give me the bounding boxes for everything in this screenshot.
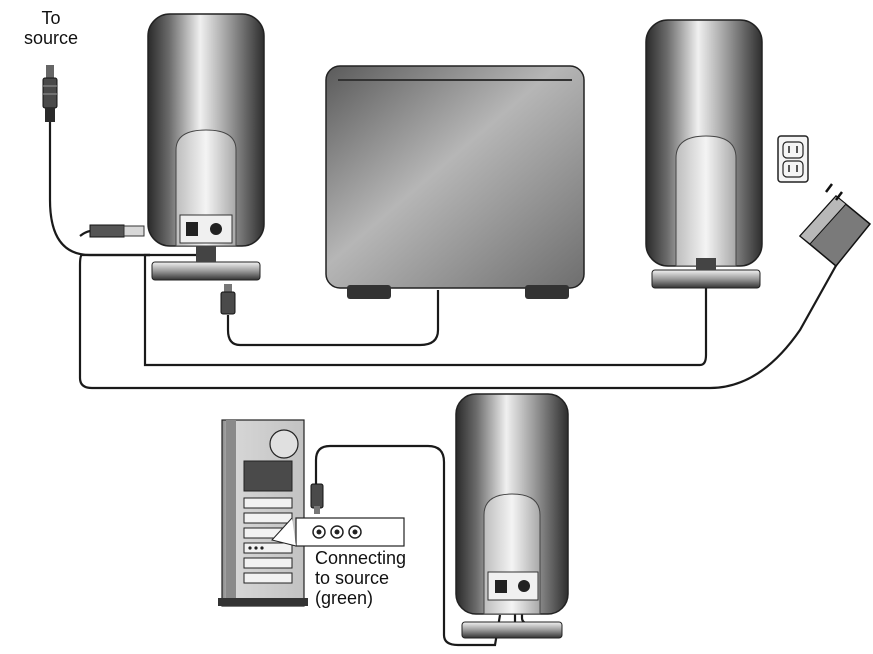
power-plug-icon <box>79 224 145 238</box>
to-source-label: To source <box>24 8 79 48</box>
audio-jack-panel <box>271 517 405 547</box>
bottom-speaker <box>455 393 569 639</box>
subwoofer-plug-icon <box>220 284 236 315</box>
source-plug-icon <box>42 65 58 122</box>
power-adapter-icon <box>798 183 872 268</box>
wall-outlet-icon <box>777 135 809 183</box>
subwoofer <box>325 65 585 299</box>
connecting-to-source-label: Connecting to source (green) <box>315 548 407 608</box>
subwoofer-cable <box>226 290 440 347</box>
power-cable <box>78 253 839 390</box>
computer-tower <box>218 419 308 607</box>
green-plug-icon <box>310 483 324 514</box>
left-speaker <box>147 13 265 281</box>
right-speaker <box>645 19 763 289</box>
left-to-right-speaker-cable <box>143 253 708 367</box>
computer-cable <box>314 444 502 647</box>
